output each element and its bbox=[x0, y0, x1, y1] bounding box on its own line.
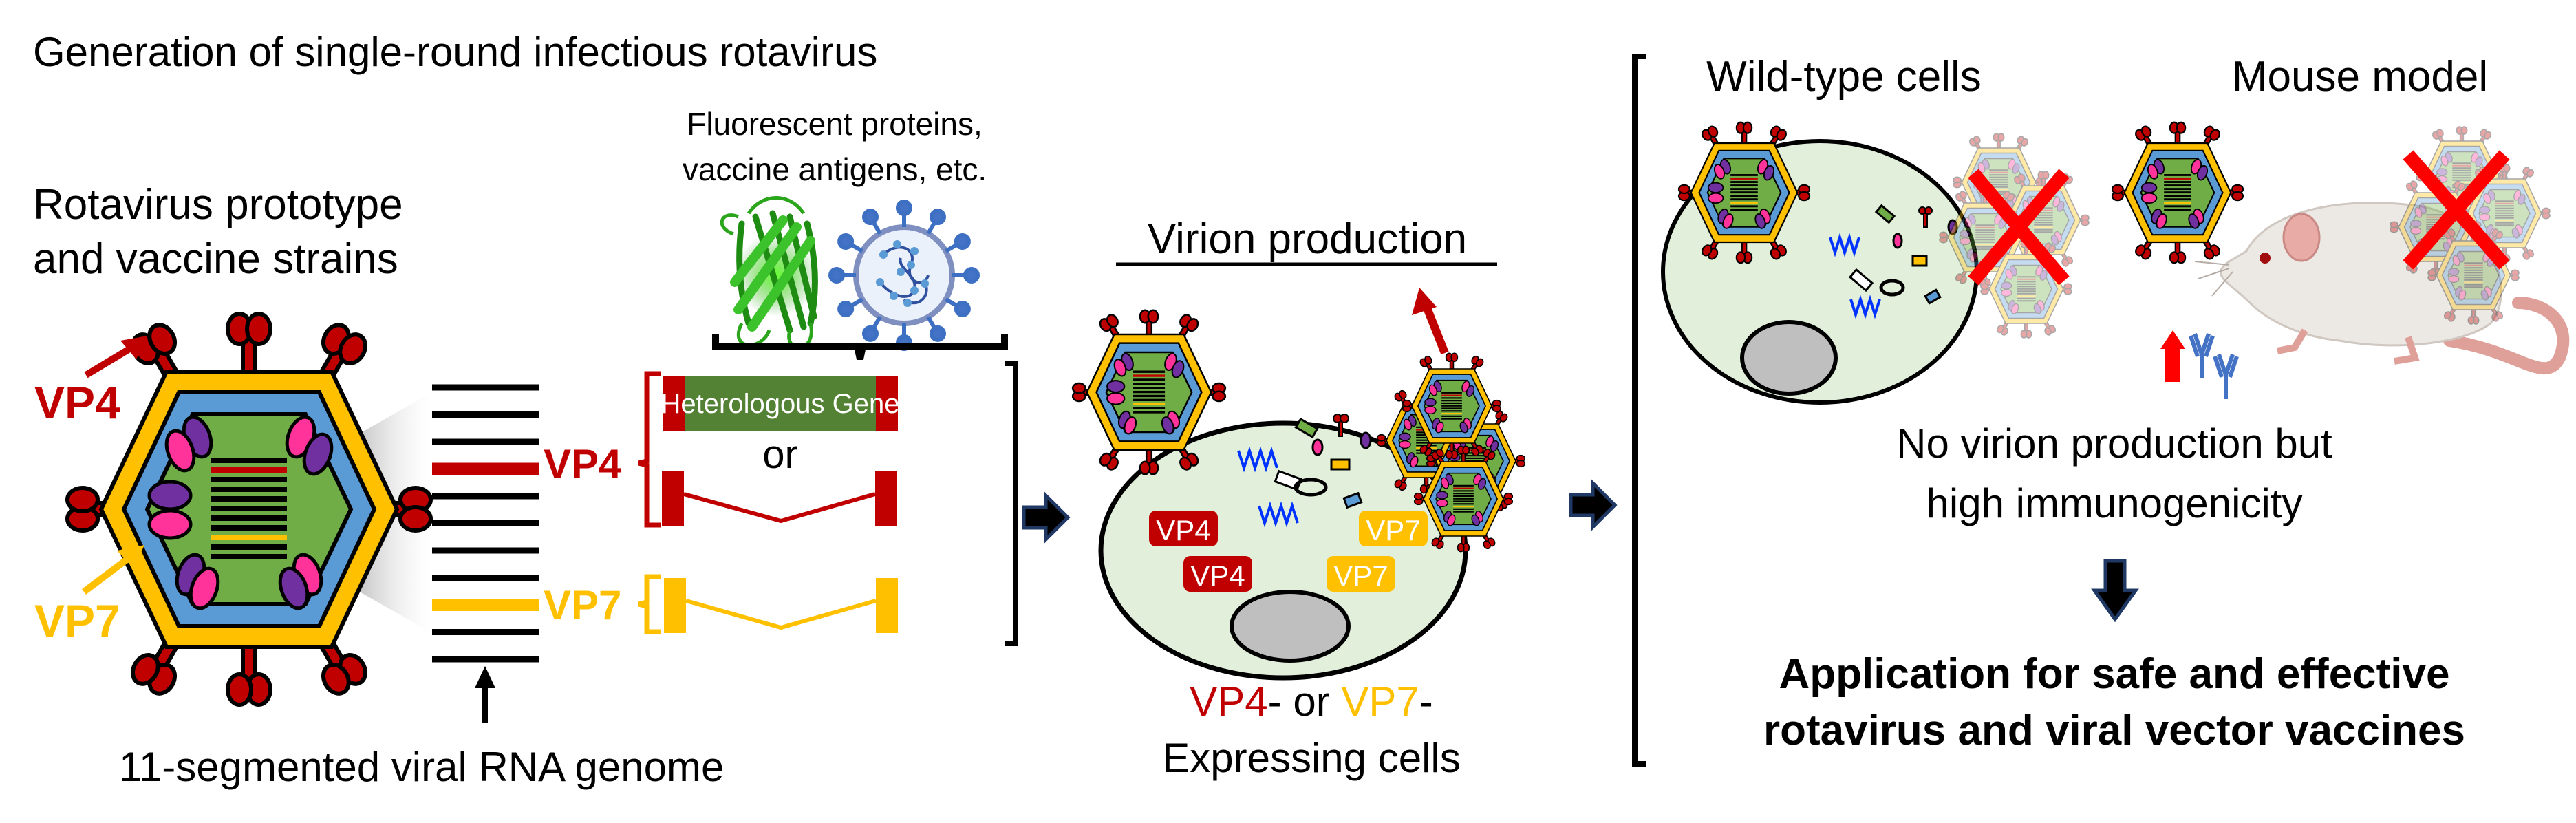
wildtype-cross-icon bbox=[1968, 169, 2070, 286]
flow-arrow-1 bbox=[1022, 491, 1071, 544]
flow-arrow-2 bbox=[1569, 478, 1618, 532]
genome-segment bbox=[432, 575, 539, 581]
vp4-construct-brace bbox=[638, 371, 661, 528]
vp4-deletion-left-block bbox=[662, 471, 684, 526]
prototype-heading-line1: Rotavirus prototype bbox=[33, 181, 403, 228]
genome-segment bbox=[432, 656, 539, 663]
caption-dash: - bbox=[1419, 678, 1433, 725]
vp4-utr-right bbox=[876, 376, 898, 431]
caption-vp4: VP4 bbox=[1190, 678, 1267, 725]
genome-segments bbox=[432, 384, 539, 663]
antigen-spike-head bbox=[930, 209, 946, 226]
virion-production-heading: Virion production bbox=[1148, 215, 1467, 263]
mouse-model-heading: Mouse model bbox=[2232, 53, 2488, 100]
wildtype-cell-nucleus bbox=[1740, 320, 1838, 396]
antibody-icon bbox=[2189, 333, 2239, 399]
genome-segment bbox=[432, 493, 539, 500]
construct-vp7-label: VP7 bbox=[544, 582, 621, 628]
vp4-badge: VP4 bbox=[1149, 511, 1218, 546]
mouse-cross-icon bbox=[2403, 150, 2510, 270]
antigen-spike-head bbox=[954, 233, 971, 250]
construct-vp4-label: VP4 bbox=[544, 441, 622, 487]
vp4-pointer-arrowhead bbox=[120, 336, 148, 359]
vp4-utr-left bbox=[663, 376, 685, 431]
antigen-spike-head bbox=[837, 301, 855, 317]
vp7-construct-brace bbox=[638, 574, 661, 634]
insert-caption-line1: Fluorescent proteins, bbox=[687, 106, 983, 142]
vp7-outer-label: VP7 bbox=[34, 595, 120, 646]
antigen-spike-head bbox=[930, 325, 946, 342]
insert-brace bbox=[712, 334, 1008, 361]
result-line2: high immunogenicity bbox=[1926, 480, 2303, 526]
vp7-deletion-splice-line bbox=[685, 599, 877, 630]
conclusion-line2: rotavirus and viral vector vaccines bbox=[1763, 707, 2465, 754]
genome-segment-vp7 bbox=[432, 599, 539, 611]
fluorescent-protein-icon bbox=[720, 196, 818, 350]
conclusion-line1: Application for safe and effective bbox=[1779, 650, 2450, 698]
antigen-spike-head bbox=[862, 209, 879, 226]
genome-segment bbox=[432, 412, 539, 418]
viral-components bbox=[1237, 414, 1372, 528]
result-line1: No virion production but bbox=[1896, 420, 2332, 467]
vp4-badge: VP4 bbox=[1183, 556, 1252, 592]
svg-text:VP4: VP4 bbox=[1190, 559, 1245, 592]
heterologous-gene-box bbox=[685, 376, 876, 431]
genome-segment-vp4 bbox=[432, 462, 539, 475]
antigen-spike-head bbox=[896, 200, 912, 216]
prototype-heading-line2: and vaccine strains bbox=[33, 235, 398, 283]
or-label: or bbox=[762, 432, 798, 477]
cell-nucleus bbox=[1230, 590, 1351, 663]
release-arrow bbox=[1412, 288, 1449, 355]
wildtype-viral-components bbox=[1829, 204, 1958, 319]
genome-segment bbox=[432, 438, 539, 445]
insert-caption-line2: vaccine antigens, etc. bbox=[683, 151, 987, 187]
svg-text:VP7: VP7 bbox=[1333, 559, 1388, 592]
left-panel: Rotavirus prototype and vaccine strains … bbox=[33, 181, 724, 790]
vp4-deletion-splice-line bbox=[683, 492, 876, 524]
expressing-caption-line2: Expressing cells bbox=[1162, 735, 1461, 781]
down-arrow bbox=[2091, 559, 2139, 623]
insert-section: Fluorescent proteins, vaccine antigens, … bbox=[683, 106, 1008, 361]
rotavirus-particle-icon bbox=[67, 314, 431, 705]
antigen-spike-head bbox=[828, 267, 845, 284]
antigen-spike-head bbox=[837, 233, 855, 250]
vp7-pointer-arrowhead bbox=[117, 545, 144, 568]
vp7-pointer-arrow bbox=[81, 551, 137, 595]
vp4-deletion-right-block bbox=[875, 471, 897, 526]
antigen-spike-head bbox=[954, 301, 971, 317]
genome-segment bbox=[432, 384, 539, 391]
heterologous-gene-label: Heterologous Gene bbox=[661, 389, 900, 419]
genome-segment bbox=[432, 629, 539, 635]
mouse-entering-virion-icon bbox=[2111, 121, 2244, 264]
antibody-increase-arrow bbox=[2160, 330, 2185, 382]
antigen-spike-head bbox=[963, 267, 980, 284]
genome-segment bbox=[432, 547, 539, 554]
figure-title: Generation of single-round infectious ro… bbox=[33, 29, 877, 75]
viral-antigen-icon bbox=[828, 200, 980, 351]
antigen-spike-head bbox=[862, 325, 879, 342]
vp4-outer-label: VP4 bbox=[34, 377, 120, 428]
genome-pointer-arrowhead bbox=[475, 666, 495, 688]
svg-text:VP7: VP7 bbox=[1366, 514, 1420, 546]
vp7-badge: VP7 bbox=[1327, 556, 1395, 592]
genome-caption: 11-segmented viral RNA genome bbox=[119, 744, 724, 790]
vp7-deletion-left-block bbox=[664, 578, 686, 633]
caption-or: - or bbox=[1268, 678, 1342, 725]
vp7-badge: VP7 bbox=[1359, 511, 1428, 546]
middle-panel: Virion production VP4 V bbox=[1071, 215, 1526, 781]
gene-constructs: VP4 Heterologous Gene or VP7 bbox=[544, 361, 1018, 646]
caption-vp7: VP7 bbox=[1341, 678, 1419, 725]
vp7-deletion-right-block bbox=[876, 578, 898, 633]
wildtype-cells-heading: Wild-type cells bbox=[1706, 53, 1982, 100]
genome-segment bbox=[432, 520, 539, 526]
svg-text:VP4: VP4 bbox=[1156, 514, 1210, 546]
expressing-caption-line1: VP4- or VP7- bbox=[1190, 678, 1433, 725]
right-panel-bracket bbox=[1632, 54, 1646, 767]
right-panel: Wild-type cells Mouse model bbox=[1632, 53, 2570, 767]
constructs-bracket bbox=[1005, 361, 1018, 646]
